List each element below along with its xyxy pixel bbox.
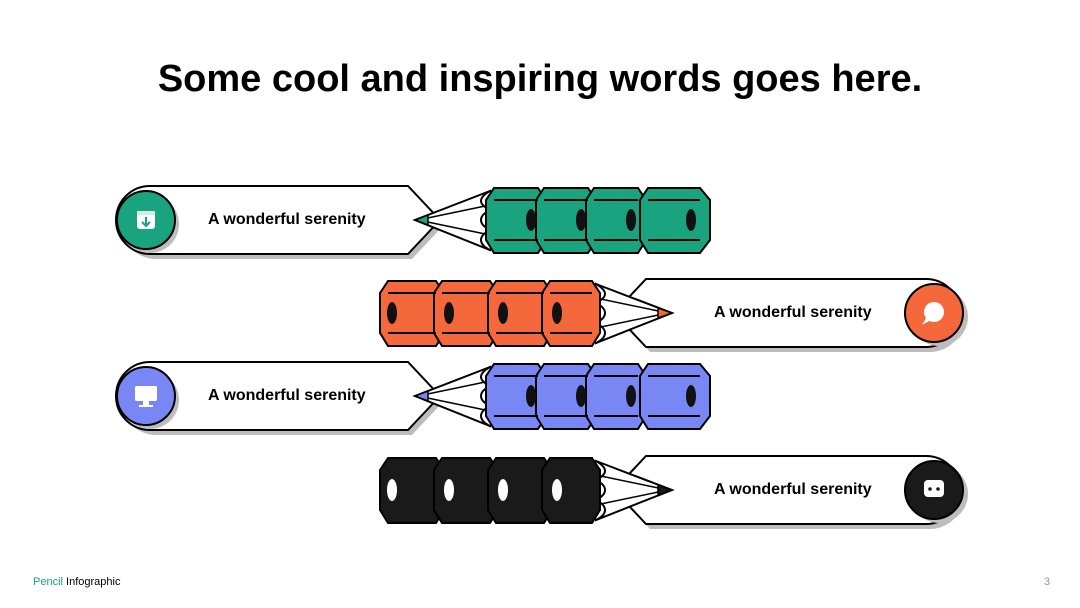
pencil-body-2: [379, 280, 601, 347]
footer: Pencil Infographic: [33, 576, 120, 588]
pencil-lead-2: [657, 306, 675, 320]
pencil-row-2: [379, 278, 968, 352]
page-number: 3: [1043, 576, 1050, 588]
item-label-3: A wonderful serenity: [208, 387, 366, 404]
item-label-4: A wonderful serenity: [714, 481, 872, 498]
footer-accent: Pencil: [33, 576, 63, 588]
chat-bubble-icon: [922, 302, 944, 325]
item-label-1: A wonderful serenity: [208, 211, 366, 228]
pencil-row-4: [379, 455, 968, 529]
pencil-row-3: [115, 361, 711, 435]
monitor-icon: [135, 386, 157, 407]
pencil-row-1: [115, 185, 711, 259]
pencil-body-3: [485, 363, 711, 430]
label-pill-1: [115, 185, 442, 255]
download-box-icon: [137, 211, 155, 229]
pencil-lead-1: [412, 213, 429, 227]
slide-title: Some cool and inspiring words goes here.: [157, 58, 923, 100]
pencil-lead-4: [657, 483, 675, 497]
label-pill-3: [115, 361, 442, 431]
item-label-2: A wonderful serenity: [714, 304, 872, 321]
message-box-icon: [924, 480, 944, 497]
pencil-lead-3: [412, 389, 429, 403]
pencil-body-1: [485, 187, 711, 254]
pencil-body-4: [379, 457, 601, 524]
footer-text: Infographic: [62, 576, 121, 588]
